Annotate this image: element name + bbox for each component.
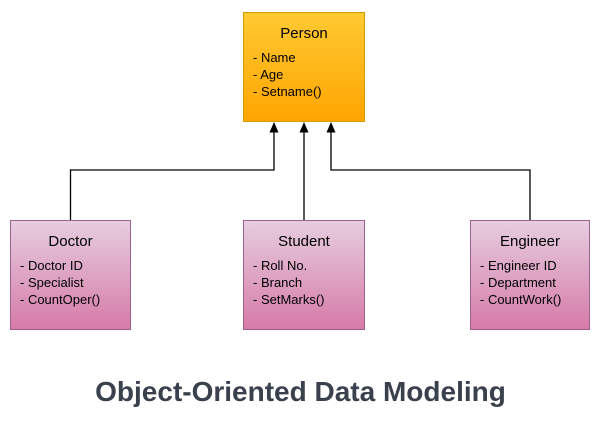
- class-attribute: - Department: [480, 275, 556, 290]
- arrowhead-icon: [299, 122, 309, 133]
- class-title: Doctor: [48, 233, 93, 250]
- class-attribute: - Name: [253, 50, 296, 65]
- class-attribute: - SetMarks(): [253, 292, 325, 307]
- arrowhead-icon: [326, 122, 336, 133]
- class-attribute: - Specialist: [20, 275, 84, 290]
- diagram-caption: Object-Oriented Data Modeling: [95, 376, 506, 407]
- class-node-doctor: Doctor - Doctor ID - Specialist - CountO…: [10, 220, 131, 330]
- class-node-student: Student - Roll No. - Branch - SetMarks(): [243, 220, 365, 330]
- class-node-engineer: Engineer - Engineer ID - Department - Co…: [470, 220, 590, 330]
- class-attribute: - CountWork(): [480, 292, 562, 307]
- connector-engineer-to-person: [330, 131, 531, 220]
- class-attributes: - Engineer ID - Department - CountWork(): [471, 251, 589, 308]
- class-attributes: - Roll No. - Branch - SetMarks(): [244, 251, 364, 308]
- class-attribute: - Branch: [253, 275, 303, 290]
- class-attribute: - CountOper(): [20, 292, 101, 307]
- class-title: Engineer: [499, 233, 561, 250]
- class-attribute: - Roll No.: [253, 258, 308, 273]
- class-attribute: - Engineer ID: [480, 258, 557, 273]
- class-node-person: Person - Name - Age - Setname(): [243, 12, 365, 122]
- connector-doctor-to-person: [69, 131, 275, 220]
- class-attribute: - Doctor ID: [20, 258, 83, 273]
- class-title: Student: [278, 233, 330, 250]
- arrowhead-icon: [269, 122, 279, 133]
- class-attribute: - Setname(): [253, 84, 322, 99]
- class-attributes: - Doctor ID - Specialist - CountOper(): [11, 251, 130, 308]
- class-attributes: - Name - Age - Setname(): [244, 43, 364, 100]
- class-attribute: - Age: [253, 67, 284, 82]
- class-title: Person: [280, 25, 328, 42]
